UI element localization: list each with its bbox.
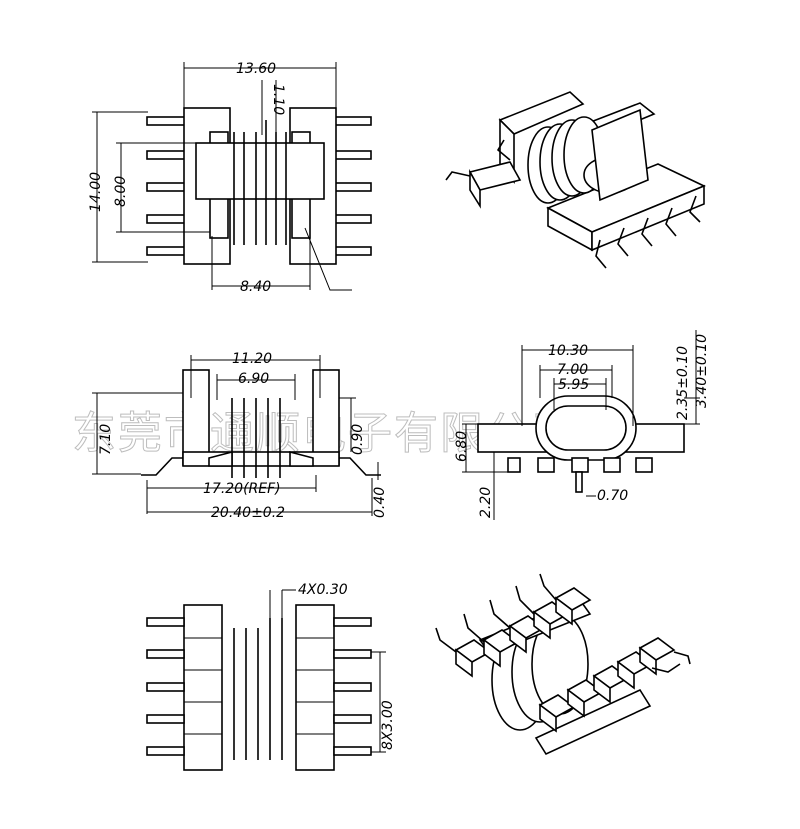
dim-side-w2: 7.00 [557, 362, 588, 378]
dim-bottom-pitch: 8X3.00 [380, 700, 396, 750]
dim-top-height: 14.00 [88, 172, 104, 212]
dim-top-core-height: 8.00 [113, 176, 129, 207]
dim-bottom-slot: 4X0.30 [298, 582, 348, 598]
isometric-view-top [445, 91, 706, 269]
dim-side-pin: 0.70 [597, 488, 628, 504]
dim-side-body: 6.80 [454, 431, 470, 462]
dim-top-pitch: 1.10 [270, 84, 286, 115]
dim-front-width-b: 6.90 [238, 371, 269, 387]
bottom-view: 4X0.30 8X3.00 [146, 582, 396, 771]
dim-side-h1: 2.35±0.10 [675, 346, 691, 420]
dim-side-h2: 3.40±0.10 [694, 334, 710, 408]
dim-side-lead: 2.20 [478, 487, 494, 518]
dim-top-width: 13.60 [236, 61, 276, 77]
dim-front-width-a: 11.20 [232, 351, 272, 367]
dim-front-inner: 0.90 [350, 424, 366, 455]
dim-front-pad: 0.40 [372, 487, 388, 518]
dim-top-core-width: 8.40 [240, 279, 271, 295]
side-view: 10.30 7.00 5.95 2.35±0.10 3.40±0.10 6.80… [454, 330, 710, 520]
dim-side-w1: 10.30 [548, 343, 588, 359]
dim-front-ref: 17.20(REF) [203, 481, 281, 497]
dim-side-w3: 5.95 [558, 377, 589, 393]
isometric-view-bottom [435, 573, 691, 756]
dim-front-overall: 20.40±0.2 [211, 505, 285, 521]
dim-front-height: 7.10 [98, 424, 114, 455]
top-view: 13.60 1.10 14.00 8.00 8.40 [88, 61, 372, 295]
front-view: 11.20 6.90 7.10 0.90 17.20(REF) 20.40±0.… [92, 351, 388, 521]
